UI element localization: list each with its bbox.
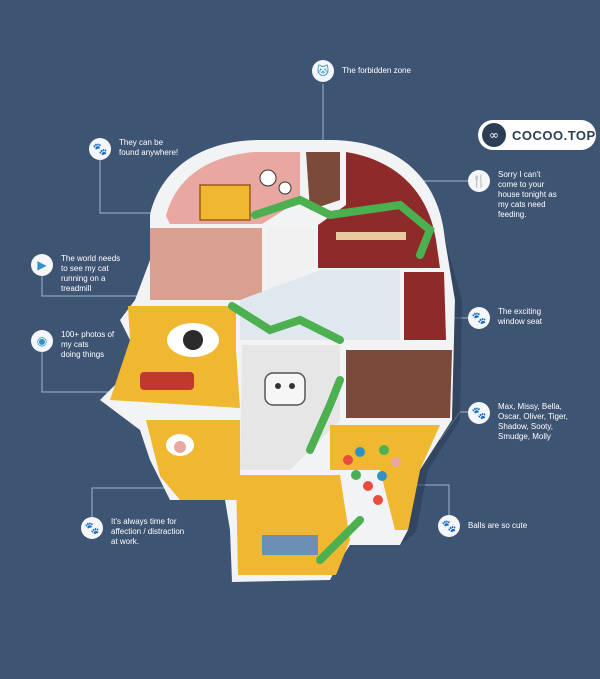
paw-icon: 🐾: [81, 517, 103, 539]
callout-text: 100+ photos of my cats doing things: [61, 330, 115, 359]
video-icon: ▶: [31, 254, 53, 276]
fork-knife-icon: 🍴: [468, 170, 490, 192]
paw-icon: 🐾: [468, 307, 490, 329]
leader-line-anywhere: [99, 160, 175, 214]
room-middle: [250, 228, 314, 300]
kitchen-counter: [262, 535, 318, 555]
clock-icon: [278, 181, 292, 195]
room-office: [346, 350, 452, 418]
callout-text: The exciting window seat: [498, 307, 543, 326]
callout-photos: ◉ 100+ photos of my cats doing things: [31, 330, 114, 360]
site-logo[interactable]: ∞ COCOO.TOP: [478, 120, 596, 150]
room-kitchen: [236, 475, 350, 575]
callout-text: Max, Missy, Bella, Oscar, Oliver, Tiger,…: [498, 402, 568, 441]
cat-eye-left: [275, 383, 281, 389]
cat-tube: [251, 195, 435, 259]
room-eye: [110, 306, 240, 408]
room-window: [404, 272, 446, 340]
callout-balls: 🐾 Balls are so cute: [438, 515, 527, 537]
clock-icon: [259, 169, 277, 187]
leader-line-photos: [41, 350, 140, 393]
cat-face-icon: [264, 372, 306, 406]
callout-work: 🐾 It's always time for affection / distr…: [81, 517, 184, 547]
callout-text: It's always time for affection / distrac…: [111, 517, 185, 546]
callout-forbidden: 🐱 The forbidden zone: [312, 60, 411, 82]
cat-eye-right: [289, 383, 295, 389]
leader-line-work: [91, 487, 175, 528]
paw-pad: [174, 441, 186, 453]
callout-text: Sorry I can't come to your house tonight…: [498, 170, 557, 219]
cat-head-icon: 🐱: [312, 60, 334, 82]
cat-tube: [306, 376, 344, 454]
callout-text: The world needs to see my cat running on…: [61, 254, 121, 293]
callout-sorry: 🍴 Sorry I can't come to your house tonig…: [468, 170, 557, 220]
paw-icon: 🐾: [438, 515, 460, 537]
camera-icon: ◉: [31, 330, 53, 352]
wardrobe: [199, 184, 251, 221]
ball-pit: [343, 445, 401, 505]
sofa: [140, 372, 194, 390]
callout-window: 🐾 The exciting window seat: [468, 307, 542, 329]
callout-treadmill: ▶ The world needs to see my cat running …: [31, 254, 120, 294]
cat-tube: [228, 302, 344, 344]
room-treadmill: [150, 228, 262, 300]
leader-line-treadmill: [41, 276, 160, 297]
link-icon: ∞: [482, 123, 506, 147]
eye-pupil: [183, 330, 203, 350]
callout-text: The forbidden zone: [342, 66, 411, 75]
paw-icon: 🐾: [468, 402, 490, 424]
paw-icon: 🐾: [89, 138, 111, 160]
callout-text: They can be found anywhere!: [119, 138, 179, 157]
callout-anywhere: 🐾 They can be found anywhere!: [89, 138, 178, 160]
callout-text: Balls are so cute: [468, 521, 528, 530]
cat-tube: [316, 516, 364, 564]
dining-table: [336, 232, 406, 240]
room-forbidden: [306, 152, 340, 210]
callout-names: 🐾 Max, Missy, Bella, Oscar, Oliver, Tige…: [468, 402, 568, 442]
logo-text: COCOO.TOP: [512, 127, 596, 143]
